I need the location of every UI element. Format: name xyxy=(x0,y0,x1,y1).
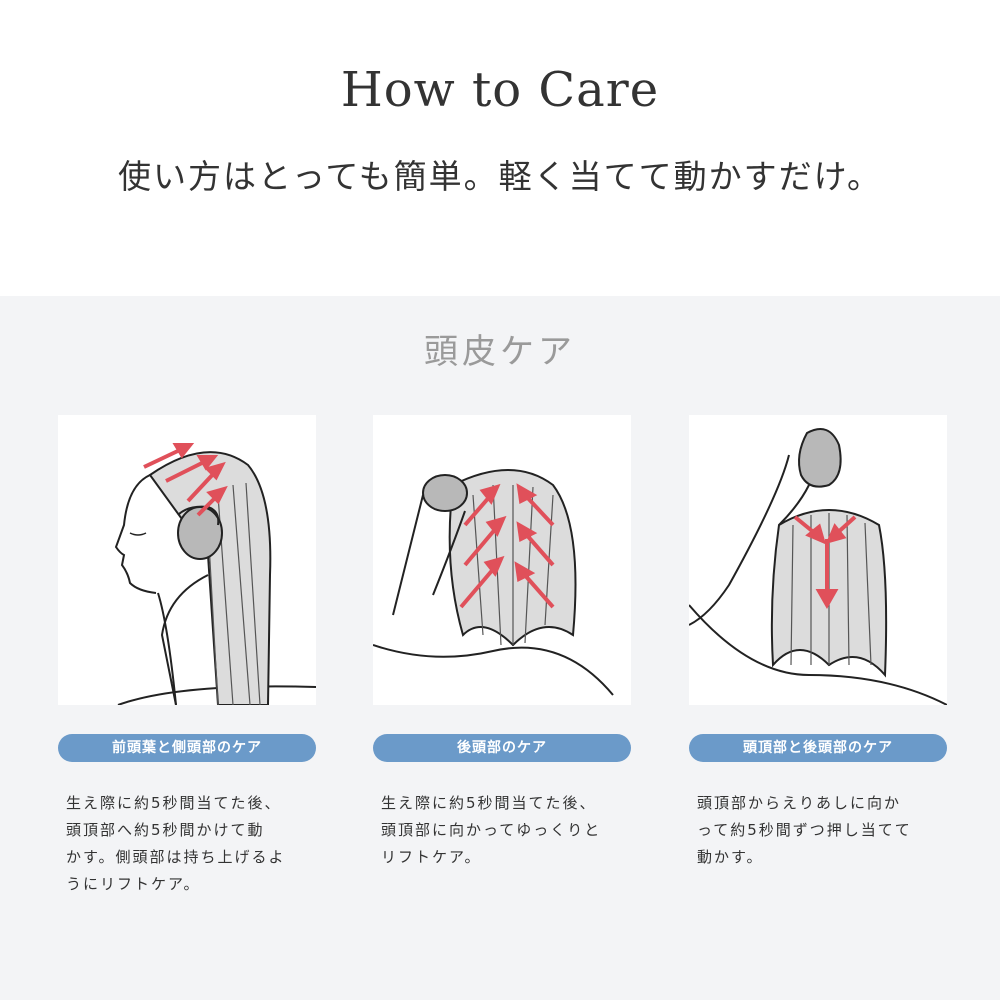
step-label-crown: 頭頂部と後頭部のケア xyxy=(689,734,947,762)
crown-back-head-illustration xyxy=(689,428,947,705)
step-description-crown: 頭頂部からえりあしに向か って約5秒間ずつ押し当てて 動かす。 xyxy=(697,794,912,866)
motion-arrows-icon xyxy=(459,483,555,609)
front-side-head-illustration xyxy=(114,443,316,705)
motion-arrows-icon xyxy=(143,443,228,517)
back-head-illustration xyxy=(373,469,614,696)
page-title: How to Care xyxy=(340,62,660,118)
step-description-front-side: 生え際に約5秒間当てた後、 頭頂部へ約5秒間かけて動 かす。側頭部は持ち上げるよ… xyxy=(66,794,286,893)
illustration-card-back xyxy=(373,415,631,705)
page-subtitle: 使い方はとっても簡単。軽く当てて動かすだけ。 xyxy=(117,157,883,196)
care-panel: 頭皮ケア 前頭葉と側頭部のケア 生え際に約 xyxy=(0,296,1000,1000)
section-title: 頭皮ケア xyxy=(424,332,576,372)
motion-arrows-icon xyxy=(793,515,857,610)
step-description-back: 生え際に約5秒間当てた後、 頭頂部に向かってゆっくりと リフトケア。 xyxy=(381,794,602,866)
step-label-back: 後頭部のケア xyxy=(373,734,631,762)
illustration-card-front-side xyxy=(58,415,316,705)
step-label-front-side: 前頭葉と側頭部のケア xyxy=(58,734,316,762)
header-area: How to Care 使い方はとっても簡単。軽く当てて動かすだけ。 xyxy=(0,0,1000,296)
illustration-card-crown xyxy=(689,415,947,705)
